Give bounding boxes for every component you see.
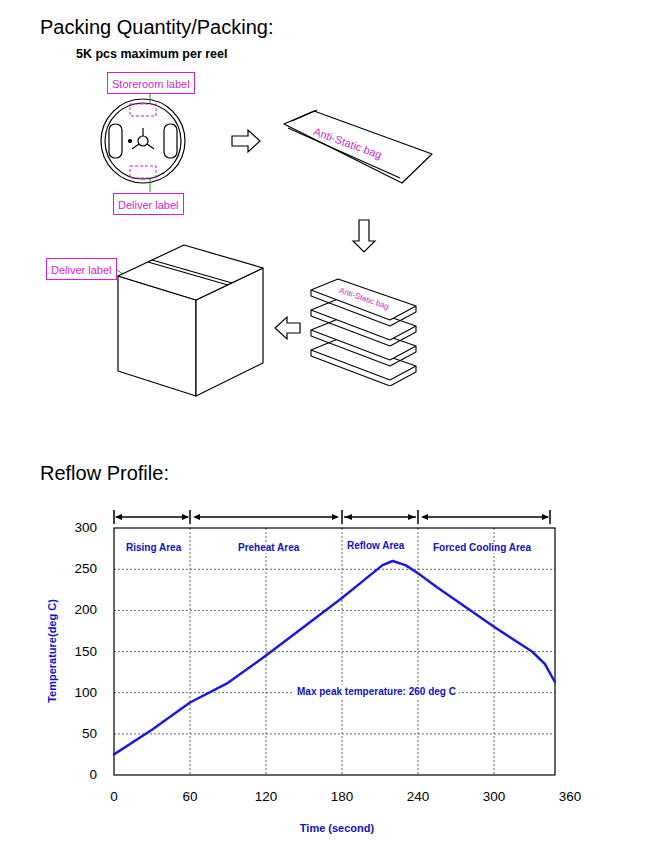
tick-label: 50 xyxy=(82,726,97,741)
axis-title: Time (second) xyxy=(300,822,374,834)
tick-label: 100 xyxy=(74,685,97,700)
deliver-label: Deliver label xyxy=(113,193,184,215)
reel xyxy=(101,99,185,183)
tick-label: 300 xyxy=(74,520,97,535)
leader-line xyxy=(117,90,150,283)
carton-box xyxy=(118,245,263,396)
area-label: Preheat Area xyxy=(236,542,301,553)
tick-label: 120 xyxy=(255,789,278,804)
tick-label: 240 xyxy=(407,789,430,804)
area-label: Forced Cooling Area xyxy=(431,542,533,553)
page-heading: Packing Quantity/Packing: xyxy=(40,16,273,39)
tick-label: 360 xyxy=(559,789,582,804)
tick-label: 250 xyxy=(74,561,97,576)
label-text: Deliver label xyxy=(118,199,179,211)
tick-label: 150 xyxy=(74,644,97,659)
deliver-label: Deliver label xyxy=(46,258,117,280)
flow-arrow xyxy=(353,220,375,252)
area-label: Rising Area xyxy=(124,542,183,553)
peak-note: Max peak temperature: 260 deg C xyxy=(294,685,459,698)
reflow-chart xyxy=(114,510,555,775)
note: 5K pcs maximum per reel xyxy=(76,47,227,61)
axis-title: Temperature(deg C) xyxy=(46,599,58,703)
tick-label: 60 xyxy=(182,789,197,804)
section-heading: Reflow Profile: xyxy=(40,462,169,485)
label-text: Storeroom label xyxy=(112,78,190,90)
tick-label: 300 xyxy=(483,789,506,804)
anti-static-bag: Anti-Static bag xyxy=(280,108,436,186)
tick-label: 180 xyxy=(331,789,354,804)
tick-label: 200 xyxy=(74,602,97,617)
tick-label: 0 xyxy=(89,767,97,782)
area-label: Reflow Area xyxy=(345,540,406,551)
storeroom-label: Storeroom label xyxy=(107,72,195,94)
label-text: Deliver label xyxy=(51,264,112,276)
bag-stack: Anti-Static bag xyxy=(308,276,420,386)
tick-label: 0 xyxy=(110,789,118,804)
